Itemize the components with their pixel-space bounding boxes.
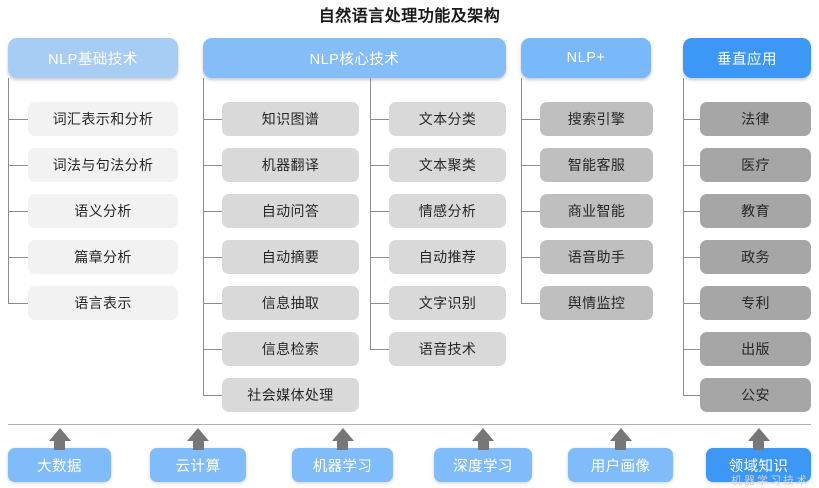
connector-stub <box>521 165 540 166</box>
item-nlp-plus-4[interactable]: 舆情监控 <box>540 286 653 320</box>
item-nlp-core-left-5[interactable]: 信息检索 <box>222 332 359 366</box>
foundation-item-1[interactable]: 云计算 <box>150 448 246 482</box>
connector-stub <box>683 165 700 166</box>
foundation-item-2[interactable]: 机器学习 <box>292 448 393 482</box>
up-arrow-icon-4 <box>609 428 632 441</box>
up-arrow-stem-5 <box>753 441 764 450</box>
up-arrow-icon-3 <box>472 428 494 441</box>
connector-stub <box>683 395 700 396</box>
foundation-item-0[interactable]: 大数据 <box>8 448 111 482</box>
item-nlp-core-right-3[interactable]: 自动推荐 <box>389 240 506 274</box>
connector-stub <box>683 349 700 350</box>
connector-stub <box>8 211 28 212</box>
item-vertical-app-6[interactable]: 公安 <box>700 378 811 412</box>
column-header-nlp-plus[interactable]: NLP+ <box>521 38 651 78</box>
connector-stub <box>683 257 700 258</box>
item-nlp-basic-4[interactable]: 语言表示 <box>28 286 178 320</box>
connector-trunk <box>521 78 522 303</box>
connector-stub <box>521 257 540 258</box>
item-nlp-core-left-6[interactable]: 社会媒体处理 <box>222 378 359 412</box>
foundation-item-3[interactable]: 深度学习 <box>434 448 532 482</box>
connector-stub <box>203 395 222 396</box>
item-nlp-core-right-2[interactable]: 情感分析 <box>389 194 506 228</box>
foundation-item-4[interactable]: 用户画像 <box>568 448 673 482</box>
item-vertical-app-3[interactable]: 政务 <box>700 240 811 274</box>
item-nlp-core-left-0[interactable]: 知识图谱 <box>222 102 359 136</box>
connector-stub <box>203 303 222 304</box>
item-vertical-app-5[interactable]: 出版 <box>700 332 811 366</box>
connector-stub <box>683 303 700 304</box>
up-arrow-icon-0 <box>48 428 71 441</box>
connector-trunk <box>8 78 9 303</box>
connector-trunk <box>203 78 204 395</box>
item-nlp-plus-0[interactable]: 搜索引擎 <box>540 102 653 136</box>
connector-stub <box>203 119 222 120</box>
item-nlp-core-right-5[interactable]: 语音技术 <box>389 332 506 366</box>
connector-stub <box>521 211 540 212</box>
up-arrow-icon-1 <box>187 428 209 441</box>
item-nlp-core-left-1[interactable]: 机器翻译 <box>222 148 359 182</box>
connector-trunk <box>370 78 371 349</box>
item-nlp-basic-3[interactable]: 篇章分析 <box>28 240 178 274</box>
item-nlp-basic-2[interactable]: 语义分析 <box>28 194 178 228</box>
item-nlp-basic-0[interactable]: 词汇表示和分析 <box>28 102 178 136</box>
connector-stub <box>683 119 700 120</box>
up-arrow-icon-5 <box>747 428 770 441</box>
connector-trunk <box>683 78 684 395</box>
connector-stub <box>203 349 222 350</box>
item-nlp-basic-1[interactable]: 词法与句法分析 <box>28 148 178 182</box>
connector-stub <box>8 119 28 120</box>
item-vertical-app-2[interactable]: 教育 <box>700 194 811 228</box>
connector-stub <box>370 165 389 166</box>
connector-stub <box>203 165 222 166</box>
connector-stub <box>203 211 222 212</box>
connector-stub <box>521 303 540 304</box>
up-arrow-stem-2 <box>337 441 348 450</box>
foundation-item-5[interactable]: 领域知识 <box>706 448 811 482</box>
item-nlp-core-left-2[interactable]: 自动问答 <box>222 194 359 228</box>
item-nlp-core-left-4[interactable]: 信息抽取 <box>222 286 359 320</box>
up-arrow-stem-4 <box>615 441 626 450</box>
item-nlp-core-right-0[interactable]: 文本分类 <box>389 102 506 136</box>
up-arrow-stem-0 <box>54 441 65 450</box>
foundation-divider <box>8 424 811 425</box>
up-arrow-stem-3 <box>477 441 489 450</box>
item-vertical-app-0[interactable]: 法律 <box>700 102 811 136</box>
connector-stub <box>370 257 389 258</box>
connector-stub <box>683 211 700 212</box>
connector-stub <box>8 165 28 166</box>
item-nlp-core-right-4[interactable]: 文字识别 <box>389 286 506 320</box>
item-nlp-plus-3[interactable]: 语音助手 <box>540 240 653 274</box>
item-vertical-app-1[interactable]: 医疗 <box>700 148 811 182</box>
column-header-vertical-app[interactable]: 垂直应用 <box>683 38 811 78</box>
item-vertical-app-4[interactable]: 专利 <box>700 286 811 320</box>
item-nlp-core-right-1[interactable]: 文本聚类 <box>389 148 506 182</box>
column-header-nlp-basic[interactable]: NLP基础技术 <box>8 38 178 78</box>
connector-stub <box>203 257 222 258</box>
connector-stub <box>370 119 389 120</box>
connector-stub <box>370 349 389 350</box>
connector-stub <box>521 119 540 120</box>
page-title: 自然语言处理功能及架构 <box>318 8 501 25</box>
connector-stub <box>8 257 28 258</box>
up-arrow-stem-1 <box>192 441 204 450</box>
connector-stub <box>8 303 28 304</box>
connector-stub <box>370 303 389 304</box>
column-header-nlp-core[interactable]: NLP核心技术 <box>203 38 506 78</box>
item-nlp-plus-2[interactable]: 商业智能 <box>540 194 653 228</box>
connector-stub <box>370 211 389 212</box>
item-nlp-core-left-3[interactable]: 自动摘要 <box>222 240 359 274</box>
up-arrow-icon-2 <box>331 428 354 441</box>
item-nlp-plus-1[interactable]: 智能客服 <box>540 148 653 182</box>
